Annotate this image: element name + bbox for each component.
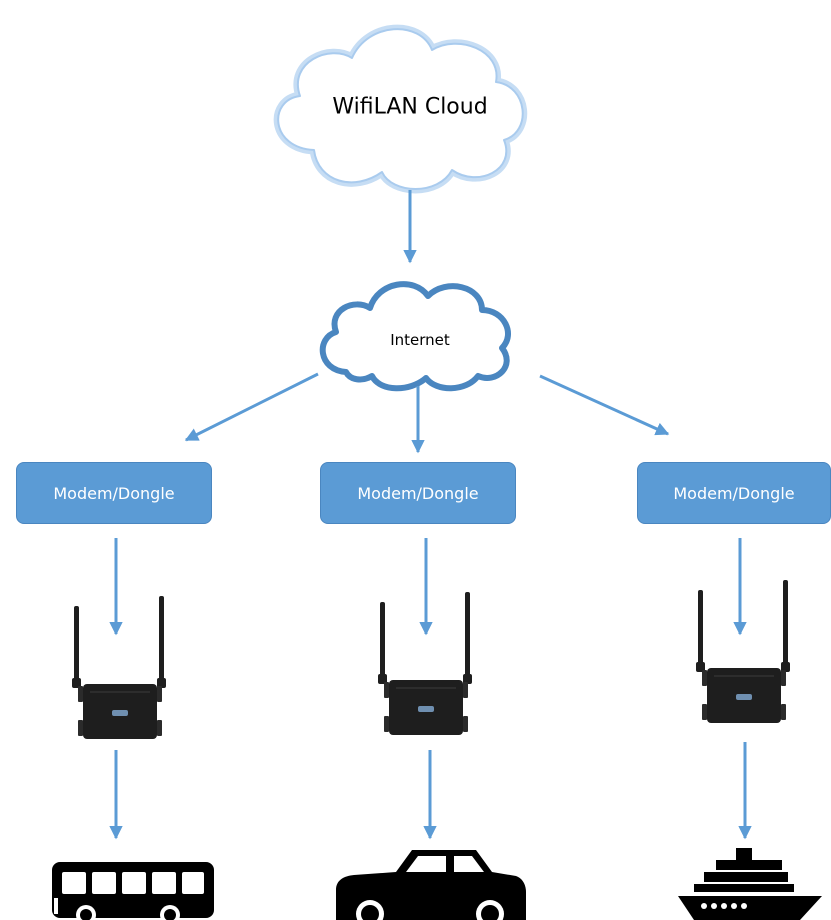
modem-dongle-label: Modem/Dongle <box>673 483 795 503</box>
internet-cloud-icon <box>319 281 511 392</box>
modem-dongle-box: Modem/Dongle <box>320 462 516 524</box>
arrow-internet-to-modem-3 <box>539 374 670 436</box>
wifilan-cloud-label: WifiLAN Cloud <box>332 94 488 120</box>
modem-dongle-label: Modem/Dongle <box>357 483 479 503</box>
bus-icon <box>52 862 214 920</box>
router-icon <box>71 595 167 740</box>
arrow-internet-to-modem-1 <box>184 372 319 442</box>
modem-dongle-box: Modem/Dongle <box>16 462 212 524</box>
modem-dongle-box: Modem/Dongle <box>637 462 831 524</box>
car-icon <box>336 850 526 920</box>
modem-dongle-label: Modem/Dongle <box>53 483 175 503</box>
ship-icon <box>678 848 822 920</box>
router-icon <box>695 579 791 724</box>
wifilan-cloud-icon <box>273 24 528 194</box>
internet-cloud-label: Internet <box>390 331 450 349</box>
